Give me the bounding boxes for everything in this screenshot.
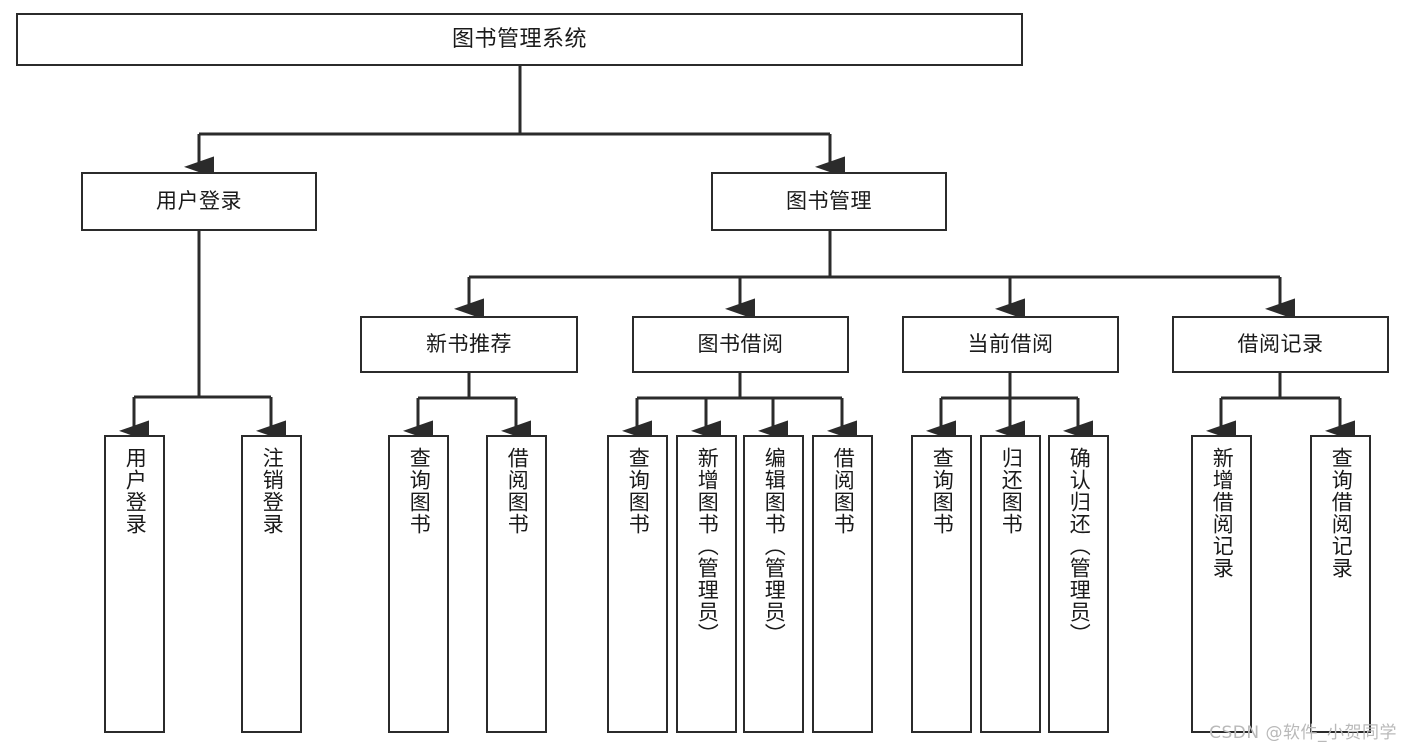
leaf-query-borrow-record[interactable]: 查询借阅记录: [1310, 435, 1371, 733]
leaf-add-borrow-record-label: 新增借阅记录: [1210, 447, 1235, 579]
leaf-add-book-admin-label: 新增图书（管理员）: [695, 447, 720, 645]
leaf-logout-label: 注销登录: [260, 447, 285, 535]
leaf-borrow-books[interactable]: 借阅图书: [812, 435, 873, 733]
leaf-return-books[interactable]: 归还图书: [980, 435, 1041, 733]
leaf-add-borrow-record[interactable]: 新增借阅记录: [1191, 435, 1252, 733]
leaf-logout[interactable]: 注销登录: [241, 435, 302, 733]
node-root[interactable]: 图书管理系统: [16, 13, 1023, 66]
node-new-book-recommend[interactable]: 新书推荐: [360, 316, 578, 373]
leaf-user-login-label: 用户登录: [123, 447, 148, 535]
node-borrow-records-label: 借阅记录: [1237, 332, 1324, 357]
leaf-query-books-recommend-label: 查询图书: [407, 447, 432, 535]
leaf-query-borrow-record-label: 查询借阅记录: [1329, 447, 1354, 579]
leaf-query-books-borrow[interactable]: 查询图书: [607, 435, 668, 733]
node-root-label: 图书管理系统: [451, 26, 587, 52]
node-new-book-recommend-label: 新书推荐: [426, 332, 512, 357]
node-book-borrow[interactable]: 图书借阅: [632, 316, 849, 373]
leaf-query-books-current-label: 查询图书: [930, 447, 955, 535]
leaf-add-book-admin[interactable]: 新增图书（管理员）: [676, 435, 737, 733]
leaf-edit-book-admin[interactable]: 编辑图书（管理员）: [743, 435, 804, 733]
leaf-borrow-books-recommend[interactable]: 借阅图书: [486, 435, 547, 733]
leaf-return-books-label: 归还图书: [999, 447, 1024, 535]
leaf-query-books-borrow-label: 查询图书: [626, 447, 651, 535]
leaf-confirm-return-admin[interactable]: 确认归还（管理员）: [1048, 435, 1109, 733]
node-user-login-label: 用户登录: [156, 189, 242, 214]
node-book-management-label: 图书管理: [786, 189, 872, 214]
leaf-user-login[interactable]: 用户登录: [104, 435, 165, 733]
node-book-management[interactable]: 图书管理: [711, 172, 947, 231]
leaf-edit-book-admin-label: 编辑图书（管理员）: [762, 447, 787, 645]
node-current-borrow[interactable]: 当前借阅: [902, 316, 1119, 373]
leaf-borrow-books-recommend-label: 借阅图书: [505, 447, 530, 535]
watermark: CSDN @软件_小贺同学: [1209, 723, 1397, 743]
node-book-borrow-label: 图书借阅: [697, 332, 784, 357]
node-borrow-records[interactable]: 借阅记录: [1172, 316, 1389, 373]
node-current-borrow-label: 当前借阅: [967, 332, 1054, 357]
leaf-query-books-current[interactable]: 查询图书: [911, 435, 972, 733]
leaf-borrow-books-label: 借阅图书: [831, 447, 856, 535]
leaf-query-books-recommend[interactable]: 查询图书: [388, 435, 449, 733]
leaf-confirm-return-admin-label: 确认归还（管理员）: [1067, 447, 1092, 645]
node-user-login[interactable]: 用户登录: [81, 172, 317, 231]
